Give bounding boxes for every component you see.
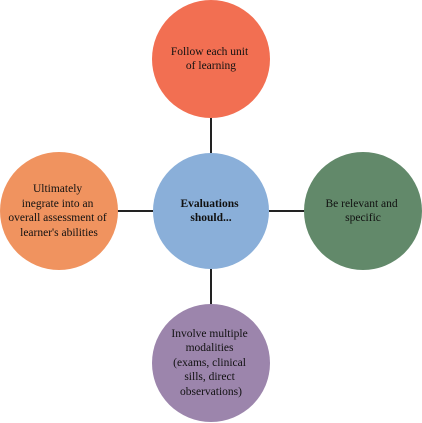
node-bottom-circle <box>152 304 270 422</box>
node-left: Ultimately inegrate into an overall asse… <box>0 152 118 270</box>
node-right-circle <box>304 152 422 270</box>
node-left-line-3: overall assessment of <box>8 212 107 224</box>
node-bottom-line-3: (exams, clinical <box>173 357 246 369</box>
node-left-label: Ultimately inegrate into an overall asse… <box>8 183 109 239</box>
node-left-circle <box>0 152 118 270</box>
node-bottom-label: Involve multiple modalities (exams, clin… <box>171 328 250 398</box>
node-bottom-line-1: Involve multiple <box>171 328 247 340</box>
node-center-circle <box>153 153 269 269</box>
node-left-line-2: inegrate into an <box>22 198 94 210</box>
node-center: Evaluations should... <box>153 153 269 269</box>
node-bottom: Involve multiple modalities (exams, clin… <box>152 304 270 422</box>
node-left-line-4: learner's abilities <box>20 227 98 239</box>
node-top-label: Follow each unit of learning <box>171 46 251 72</box>
node-bottom-line-5: observations) <box>180 386 242 398</box>
node-center-line-2: should... <box>190 212 231 224</box>
node-right-line-2: specific <box>345 212 381 224</box>
node-bottom-line-2: modalities <box>186 342 234 354</box>
node-top: Follow each unit of learning <box>152 0 270 118</box>
node-left-line-1: Ultimately <box>33 183 82 195</box>
node-right-line-1: Be relevant and <box>325 198 397 210</box>
node-bottom-line-4: sills, direct <box>184 371 235 383</box>
node-top-line-1: Follow each unit <box>171 46 249 58</box>
node-right-label: Be relevant and specific <box>325 198 400 224</box>
node-center-line-1: Evaluations <box>180 198 239 210</box>
node-top-line-2: of learning <box>186 60 236 72</box>
node-top-circle <box>152 0 270 118</box>
node-right: Be relevant and specific <box>304 152 422 270</box>
node-center-label: Evaluations should... <box>180 198 241 224</box>
